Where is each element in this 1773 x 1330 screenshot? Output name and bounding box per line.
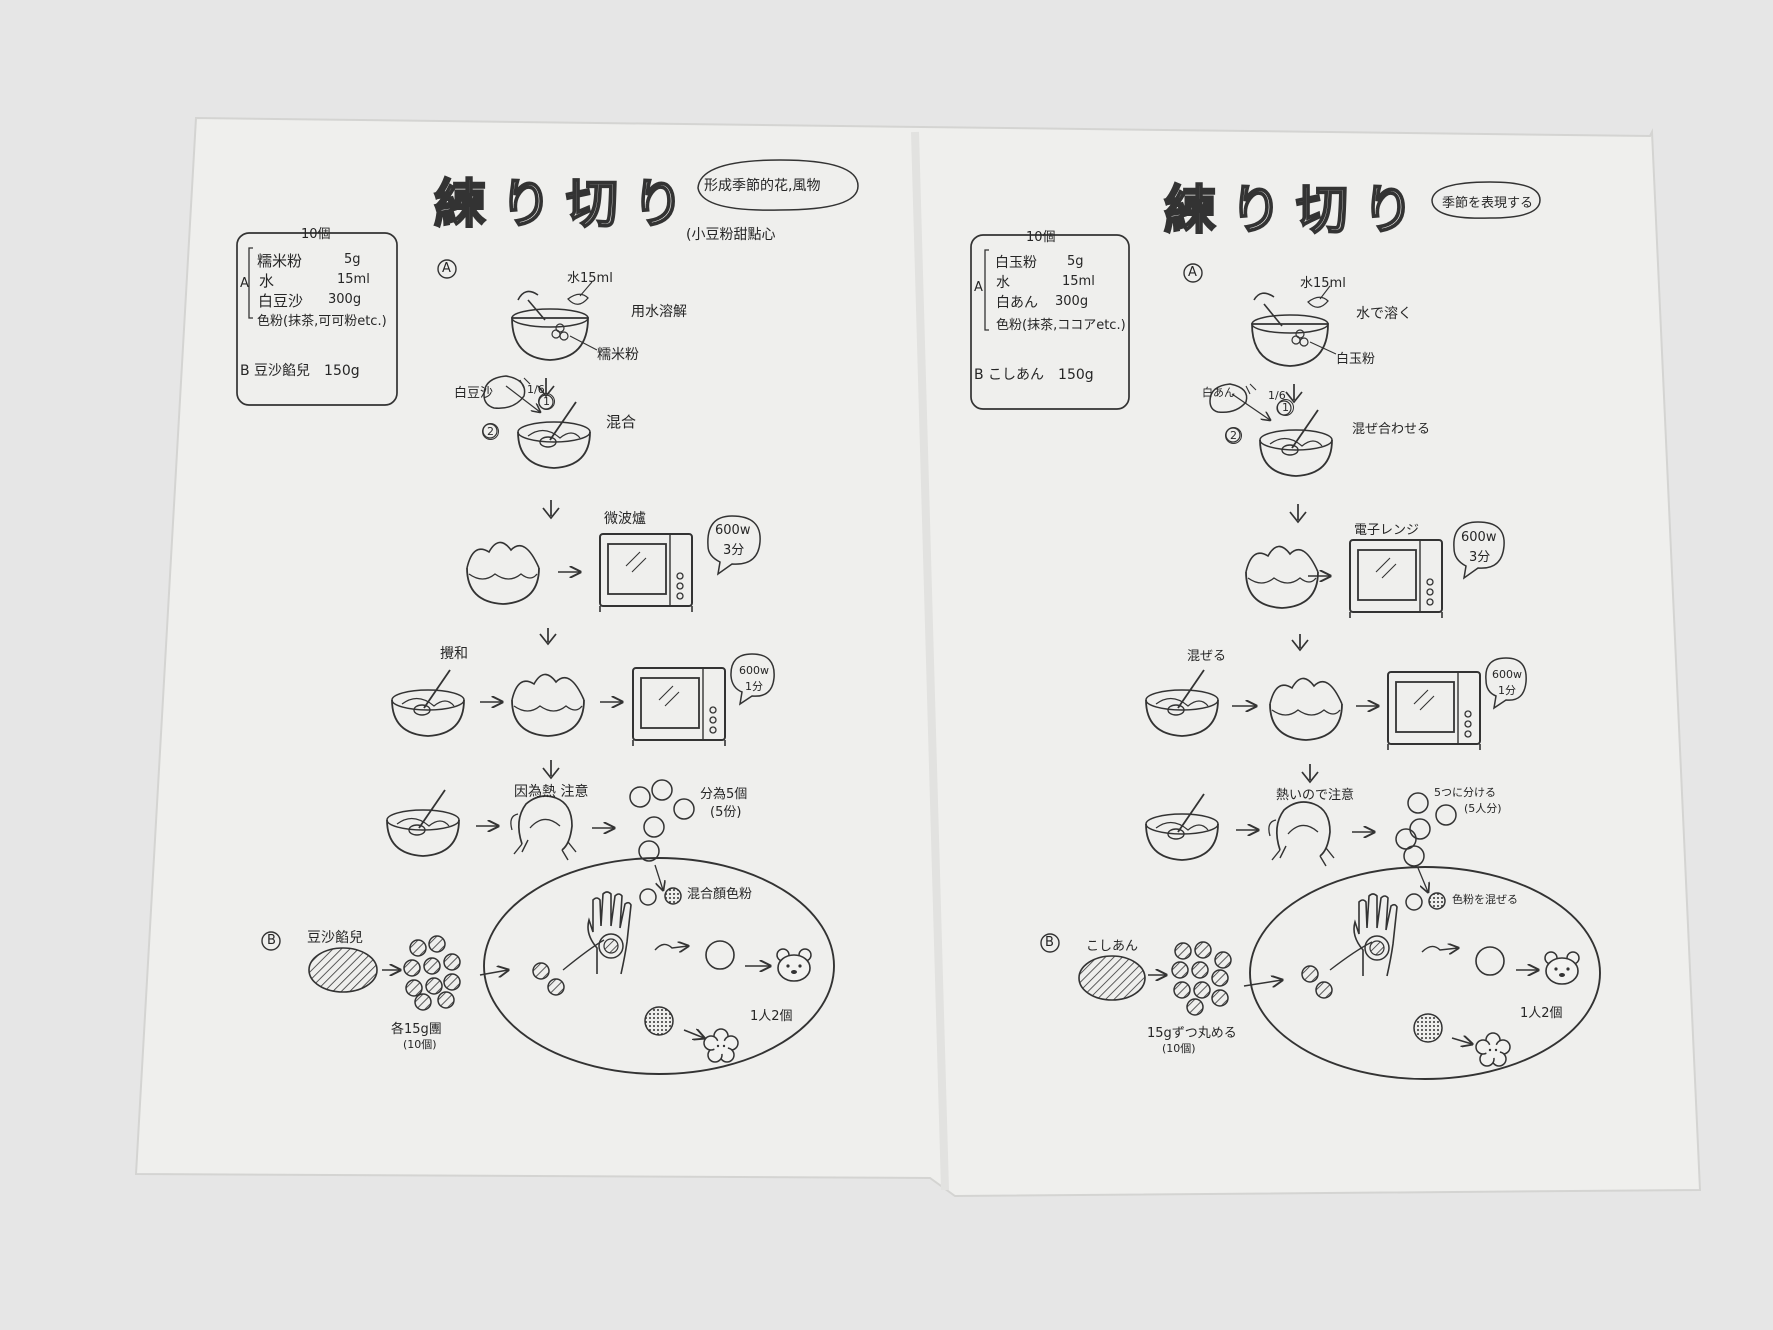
right-five-balls — [1395, 792, 1457, 867]
right-box-count: 10個 — [1026, 230, 1056, 245]
right-item-name: 水 — [996, 275, 1010, 291]
left-item-name: 色粉(抹茶,可可粉etc.) — [257, 314, 387, 329]
right-bean-filling: こしあん — [1086, 939, 1139, 954]
left-item-qty: 5g — [344, 252, 361, 267]
left-five-balls — [629, 779, 695, 862]
right-section-b-circle — [1040, 933, 1060, 953]
left-step1: 1 — [538, 393, 555, 410]
left-page — [236, 159, 859, 1075]
left-title: 練り切り — [433, 173, 699, 236]
left-bubble2-time: 1分 — [745, 680, 763, 693]
left-ingredient-box — [236, 232, 398, 406]
right-water-label: 水15ml — [1300, 276, 1346, 291]
left-bubble-1 — [707, 515, 761, 576]
left-box-count: 10個 — [301, 227, 331, 242]
left-per-person: 1人2個 — [750, 1009, 793, 1024]
left-item-name: 糯米粉 — [257, 252, 303, 270]
right-mix-label: 混ぜ合わせる — [1352, 422, 1431, 437]
left-section-a: A — [442, 261, 451, 276]
right-item-name: 色粉(抹茶,ココアetc.) — [996, 318, 1126, 333]
left-bean-filling: 豆沙餡兒 — [307, 930, 363, 946]
right-bubble-1 — [1453, 521, 1505, 580]
right-box-group: A — [974, 280, 983, 295]
left-mix-label: 混合 — [606, 413, 637, 431]
left-divide-sub: (5份) — [710, 805, 742, 820]
right-page — [970, 181, 1601, 1080]
right-item-name: 白玉粉 — [995, 255, 1037, 271]
right-step1: 1 — [1277, 399, 1294, 416]
right-each-ball: 15gずつ丸める — [1147, 1026, 1237, 1041]
right-mix-color: 色粉を混ぜる — [1452, 893, 1518, 906]
left-stir-label: 攪和 — [440, 646, 468, 662]
right-hot-caution: 熱いので注意 — [1276, 788, 1355, 803]
left-microwave-label: 微波爐 — [604, 511, 646, 527]
right-bubble1-watts: 600w — [1461, 530, 1497, 545]
left-badge: 形成季節的花,風物 — [704, 178, 821, 194]
right-shaping-oval — [1249, 866, 1601, 1080]
fold-line — [911, 131, 949, 1191]
left-box-group: A — [240, 276, 249, 291]
left-section-b: B — [267, 933, 276, 948]
right-section-a: A — [1188, 265, 1197, 280]
left-bubble1-time: 3分 — [723, 543, 745, 558]
left-section-a-circle — [437, 259, 457, 279]
left-divide-label: 分為5個 — [700, 787, 748, 802]
right-badge: 季節を表現する — [1442, 196, 1534, 211]
right-divide-sub: (5人分) — [1464, 802, 1502, 815]
right-step2: 2 — [1225, 427, 1242, 444]
right-bubble2-time: 1分 — [1498, 684, 1516, 697]
right-item-qty: 5g — [1067, 254, 1084, 269]
right-section-a-circle — [1183, 263, 1203, 283]
right-bubble2-watts: 600w — [1492, 668, 1522, 681]
right-item-qty: 300g — [1055, 294, 1089, 309]
right-item-qty: 15ml — [1062, 274, 1095, 289]
right-bubble1-time: 3分 — [1469, 550, 1491, 565]
left-dissolve-label: 用水溶解 — [631, 304, 687, 320]
left-each-ball-sub: (10個) — [403, 1038, 437, 1051]
left-shaping-oval — [483, 857, 835, 1075]
left-sixth-label: 1/6 — [527, 383, 545, 396]
right-sixth-label: 1/6 — [1268, 389, 1286, 402]
left-bubble2-watts: 600w — [739, 664, 769, 677]
left-item-qty: 300g — [328, 292, 362, 307]
left-step2: 2 — [482, 423, 499, 440]
right-dissolve-label: 水で溶く — [1356, 306, 1412, 322]
right-ingredient-box — [970, 234, 1130, 410]
left-each-ball: 各15g團 — [391, 1022, 442, 1037]
right-rice-flour-label: 白玉粉 — [1336, 352, 1376, 367]
left-water-label: 水15ml — [567, 271, 613, 286]
right-item-name: 白あん — [996, 295, 1038, 311]
right-divide-label: 5つに分ける — [1434, 786, 1496, 799]
left-bean-paste-ball — [308, 947, 378, 993]
left-item-name: 水 — [259, 272, 275, 290]
right-each-ball-sub: (10個) — [1162, 1042, 1196, 1055]
right-bean-paste-ball — [1078, 955, 1146, 1001]
right-per-person: 1人2個 — [1520, 1006, 1563, 1021]
left-box-b-line: B 豆沙餡兒 150g — [240, 363, 360, 379]
paper — [134, 116, 1702, 1198]
right-stir-label: 混ぜる — [1187, 649, 1227, 664]
right-bubble-2 — [1485, 657, 1527, 710]
left-bubble-2 — [730, 653, 775, 706]
right-microwave-label: 電子レンジ — [1354, 523, 1420, 538]
left-subtitle: (小豆粉甜點心 — [686, 227, 776, 243]
right-title: 練り切り — [1163, 179, 1429, 242]
left-item-name: 白豆沙 — [258, 292, 304, 310]
right-badge-outline — [1431, 181, 1541, 219]
left-item-qty: 15ml — [337, 272, 370, 287]
left-mix-color: 混合顏色粉 — [687, 887, 753, 902]
left-bean-paste-label: 白豆沙 — [454, 386, 494, 401]
left-rice-flour-label: 糯米粉 — [597, 347, 639, 363]
left-hot-caution: 因為熱 注意 — [514, 784, 589, 800]
left-bubble1-watts: 600w — [715, 523, 751, 538]
right-box-b-line: B こしあん 150g — [974, 367, 1094, 383]
left-section-b-circle — [261, 931, 281, 951]
left-badge-outline — [697, 159, 859, 211]
right-section-b: B — [1045, 935, 1054, 950]
right-bean-paste-label: 白あん — [1202, 386, 1235, 399]
